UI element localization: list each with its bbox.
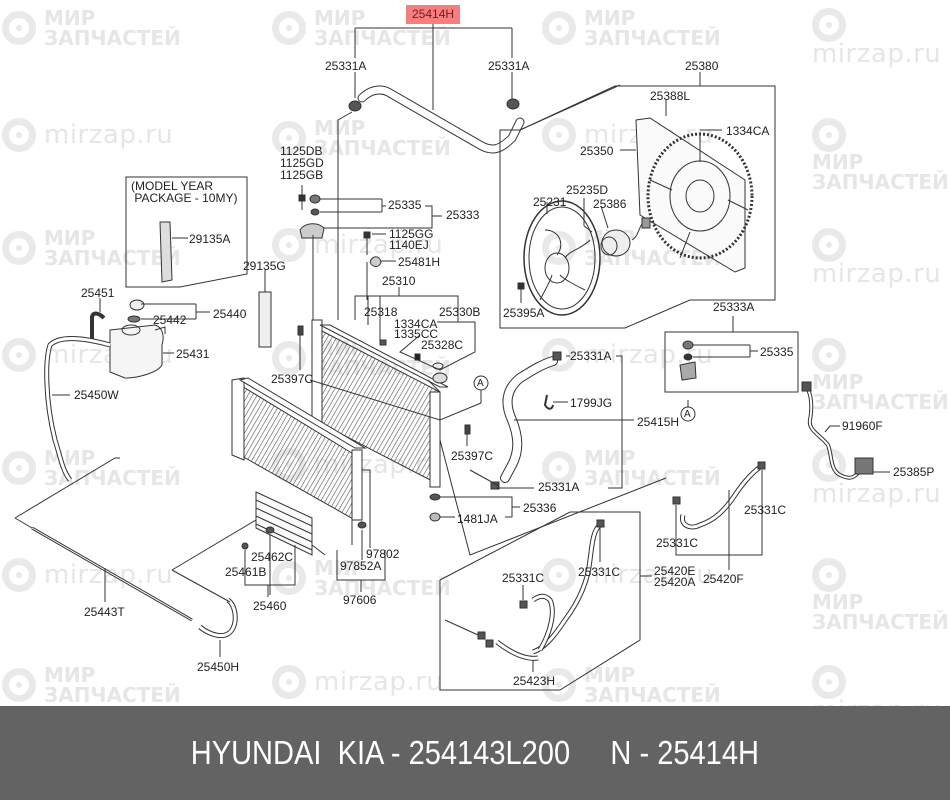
- part-label: 25331A: [538, 480, 580, 494]
- part-label: 29135G: [243, 259, 286, 273]
- part-label: 25442: [153, 313, 187, 327]
- part-label: 25333A: [713, 300, 755, 314]
- part-label: 25462C: [251, 550, 294, 564]
- part-label: 25450W: [74, 388, 119, 402]
- part-label: 1125DB: [280, 144, 323, 158]
- part-label: 25443T: [84, 605, 125, 619]
- part-label: 25330B: [439, 305, 481, 319]
- note-box-border: [125, 176, 248, 288]
- highlighted-part-label[interactable]: 25414H: [406, 5, 461, 24]
- part-label: 25331C: [656, 536, 699, 550]
- part-label: 1334CA: [394, 317, 438, 331]
- part-label: 1125GB: [280, 168, 324, 182]
- part-label: 25397C: [271, 372, 314, 386]
- part-label: 1799JG: [570, 396, 613, 410]
- part-label: 25420E: [654, 564, 696, 578]
- part-label: 91960F: [842, 419, 883, 433]
- part-label: 25333: [446, 208, 480, 222]
- part-label: 25420A: [654, 575, 696, 589]
- part-label: 25388L: [650, 89, 691, 103]
- part-label: 97802: [366, 547, 400, 561]
- part-label: 25397C: [451, 449, 494, 463]
- part-label: 25331C: [744, 503, 787, 517]
- part-label: 1125GG: [389, 227, 434, 241]
- part-label: 1140EJ: [389, 238, 429, 252]
- part-number-caption: HYUNDAI KIA - 254143L200 N - 25414H: [190, 734, 760, 771]
- part-label: 25336: [523, 501, 557, 515]
- part-label: 25431: [176, 347, 210, 361]
- part-label: 25386: [593, 197, 627, 211]
- diagram-lineart: [14, 22, 890, 691]
- part-label: 25461B: [225, 565, 267, 579]
- part-label: 25451: [81, 286, 115, 300]
- part-label: 97852A: [340, 559, 382, 573]
- part-label: 29135A: [189, 232, 231, 246]
- part-label: 25460: [253, 599, 287, 613]
- part-label: 25440: [213, 307, 247, 321]
- part-label: 25318: [364, 305, 398, 319]
- part-label: 25331A: [488, 59, 530, 73]
- part-label: 25481H: [398, 255, 441, 269]
- part-label: 1334CA: [726, 124, 770, 138]
- part-label: 25395A: [503, 306, 545, 320]
- callout-marker-a: A: [477, 378, 484, 389]
- part-label: 25310: [382, 274, 416, 288]
- part-label: 25231: [533, 195, 567, 209]
- part-number-footer: HYUNDAI KIA - 254143L200 N - 25414H: [0, 706, 950, 800]
- part-label: 1481JA: [457, 512, 498, 526]
- part-label: 25423H: [513, 674, 556, 688]
- part-label: 25420F: [703, 572, 744, 586]
- part-label: 25235D: [566, 183, 609, 197]
- part-label: 25328C: [421, 338, 464, 352]
- part-label: 25350: [580, 144, 614, 158]
- part-label: 25335: [760, 345, 794, 359]
- part-label: 1335CC: [394, 327, 439, 341]
- part-label: 25450H: [197, 660, 240, 674]
- part-label: 25331A: [570, 349, 612, 363]
- part-label: 25415H: [637, 415, 680, 429]
- part-label: 25380: [685, 59, 719, 73]
- model-year-note: (MODEL YEAR PACKAGE - 10MY): [131, 179, 238, 205]
- part-label: 25385P: [893, 465, 935, 479]
- part-label: 25331C: [502, 571, 545, 585]
- callout-marker-a: A: [684, 409, 691, 420]
- part-label: 25335: [388, 198, 422, 212]
- part-label: 1125GD: [280, 156, 324, 170]
- part-label: 25331A: [325, 59, 367, 73]
- part-label: 25331C: [578, 565, 621, 579]
- part-label: 97606: [343, 593, 377, 607]
